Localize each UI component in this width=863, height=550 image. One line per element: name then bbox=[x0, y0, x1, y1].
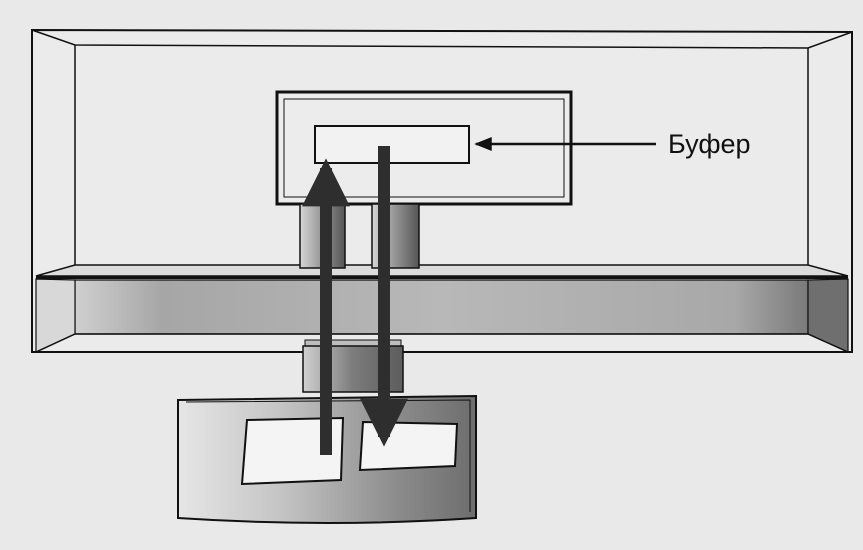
data-flow-arrows bbox=[302, 146, 408, 455]
buffer-box bbox=[314, 125, 470, 164]
transfer-strip bbox=[35, 264, 849, 353]
buffer-label: Буфер bbox=[668, 129, 751, 159]
